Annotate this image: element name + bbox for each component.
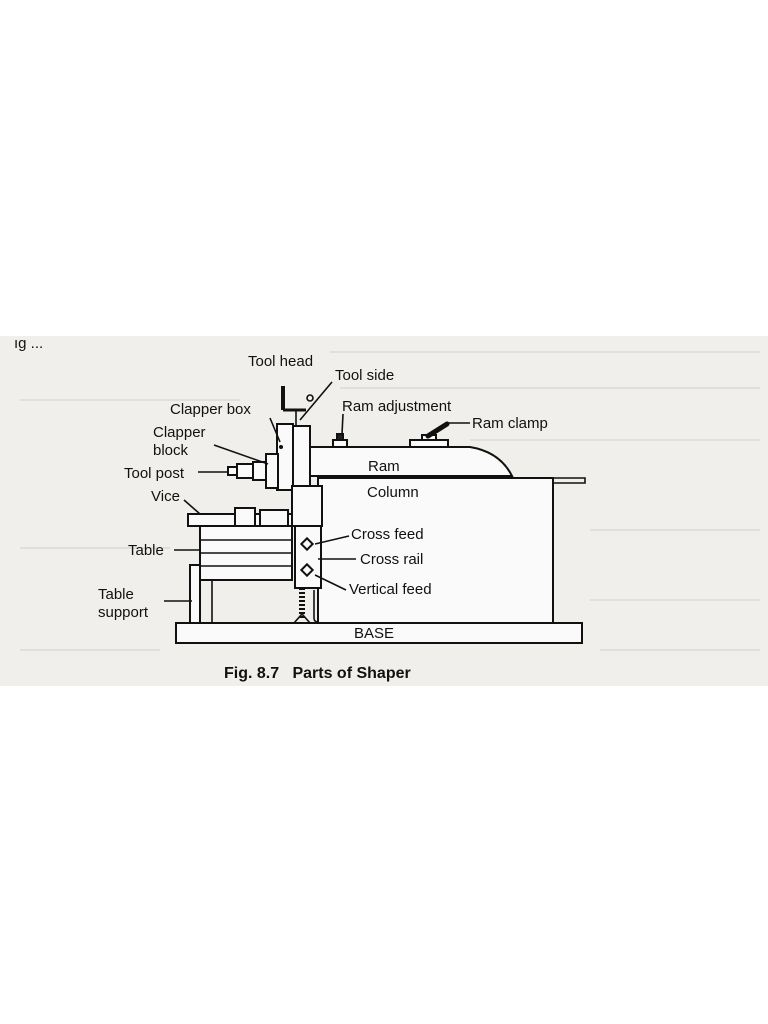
vertical-feed-diamond xyxy=(299,562,315,578)
clapper-box-body xyxy=(276,423,294,491)
ram-adjustment-knob xyxy=(336,433,344,441)
label-ram-clamp: Ram clamp xyxy=(472,415,548,432)
bleed-through-lines xyxy=(20,351,760,651)
ram-clamp-handle xyxy=(425,421,450,439)
ram-adjustment-block xyxy=(332,439,348,448)
cross-rail-upper xyxy=(291,485,323,527)
label-tool-post: Tool post xyxy=(124,465,185,482)
feed-box xyxy=(294,525,322,589)
label-tool-head: Tool head xyxy=(248,353,313,370)
table-support-body xyxy=(189,564,201,624)
table-support-edge xyxy=(200,579,213,623)
label-table-support-line1: Table xyxy=(98,586,134,603)
vertical-feed-guide xyxy=(313,590,319,623)
ram-body xyxy=(309,446,514,477)
label-clapper-block-line2: block xyxy=(153,442,189,459)
label-clapper-block-line1: Clapper xyxy=(153,424,206,441)
clapper-block-body xyxy=(265,453,279,489)
vice-jaw-moving xyxy=(259,509,289,527)
label-table-support-line2: support xyxy=(98,604,149,621)
tool-side-knob xyxy=(306,394,314,402)
tool-post-tip xyxy=(227,466,238,476)
label-table: Table xyxy=(128,542,164,559)
label-vice: Vice xyxy=(151,488,180,505)
vertical-feed-screw-foot xyxy=(293,612,311,624)
label-tool-side: Tool side xyxy=(335,367,394,384)
label-clapper-box: Clapper box xyxy=(170,401,251,418)
leader-lines xyxy=(164,381,470,602)
column-top-lip xyxy=(553,477,586,484)
label-ram: Ram xyxy=(368,458,400,475)
tool-post-body xyxy=(236,463,254,479)
clapper-pin xyxy=(279,445,283,449)
label-ram-adjustment: Ram adjustment xyxy=(342,398,452,415)
tool-post-holder xyxy=(252,461,267,481)
figure-caption: Fig. 8.7 Parts of Shaper xyxy=(224,665,411,682)
label-base: BASE xyxy=(354,625,394,642)
label-cross-rail: Cross rail xyxy=(360,551,423,568)
vice-jaw-fixed xyxy=(234,507,256,527)
ram-clamp-base xyxy=(409,439,449,448)
cross-feed-diamond xyxy=(299,536,315,552)
column-body xyxy=(317,477,554,624)
label-vertical-feed: Vertical feed xyxy=(349,581,432,598)
label-cross-feed: Cross feed xyxy=(351,526,424,543)
page-fragment-text: ıg ... xyxy=(14,335,43,352)
label-column: Column xyxy=(367,484,419,501)
